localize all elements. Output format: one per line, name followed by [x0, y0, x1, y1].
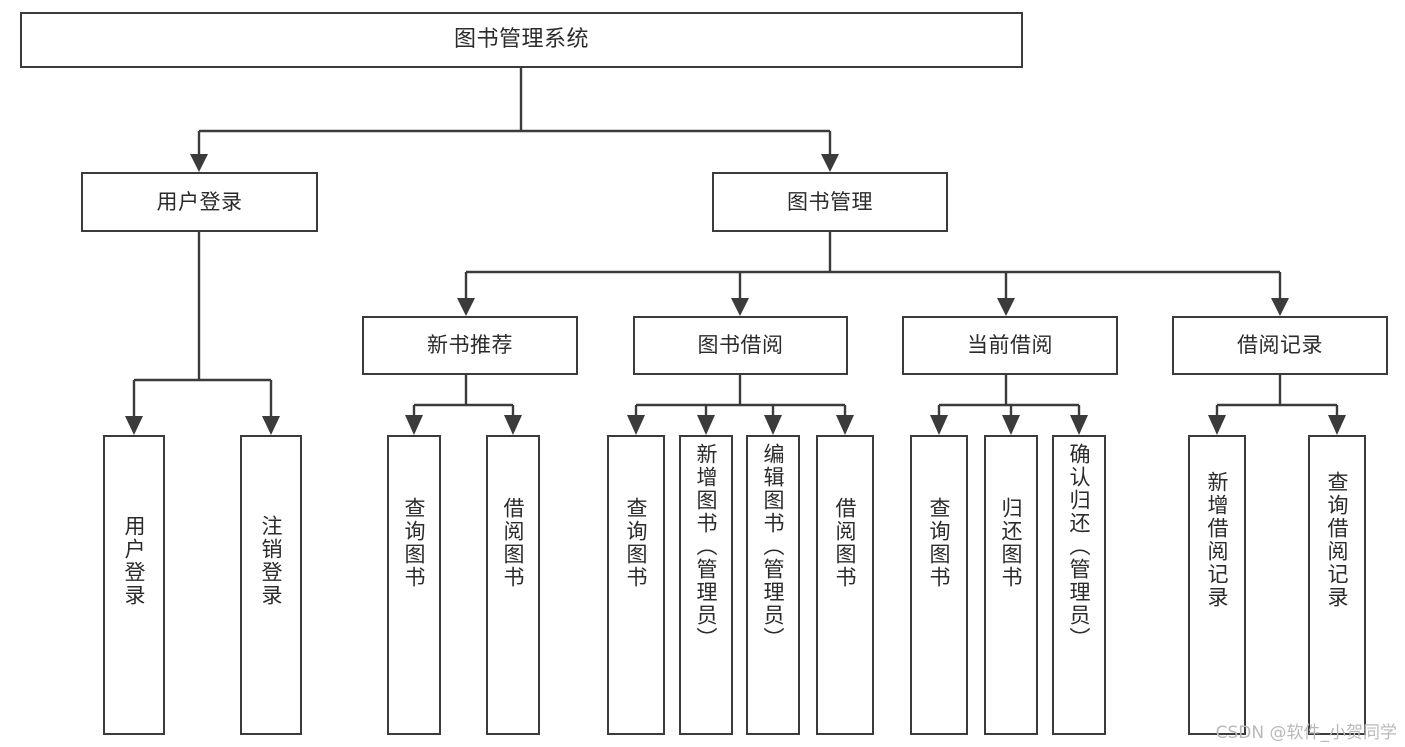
arrowhead-leaf-query-book-2 — [627, 415, 645, 435]
leaf-borrow-book-recommend[interactable]: 借阅图书 — [486, 435, 540, 735]
leaf-query-borrow-record-label: 查询借阅记录 — [1325, 471, 1350, 609]
leaf-user-login[interactable]: 用户登录 — [103, 435, 165, 735]
leaf-query-book-borrow-label: 查询图书 — [624, 497, 649, 589]
node-new-book-recommend-label: 新书推荐 — [427, 333, 513, 358]
arrowhead-leaf-edit-book — [764, 415, 782, 435]
arrowhead-newbook — [457, 298, 475, 316]
node-root-system[interactable]: 图书管理系统 — [20, 12, 1023, 68]
arrowhead-leaf-query-book-1 — [405, 415, 423, 435]
leaf-add-borrow-record-label: 新增借阅记录 — [1205, 471, 1230, 609]
leaf-user-login-label: 用户登录 — [122, 515, 147, 607]
leaf-add-book-admin-label: 新增图书（管理员） — [694, 443, 719, 650]
leaf-return-book-label: 归还图书 — [999, 497, 1024, 589]
leaf-query-borrow-record[interactable]: 查询借阅记录 — [1308, 435, 1366, 735]
arrowhead-leaf-query-record — [1328, 415, 1346, 435]
leaf-return-book[interactable]: 归还图书 — [984, 435, 1038, 735]
arrowhead-leaf-logout — [262, 416, 280, 435]
node-book-management[interactable]: 图书管理 — [712, 172, 948, 232]
node-user-login[interactable]: 用户登录 — [81, 172, 318, 232]
node-book-borrow-label: 图书借阅 — [697, 333, 784, 358]
leaf-query-book-current-label: 查询图书 — [927, 497, 952, 589]
arrowhead-current — [997, 298, 1015, 316]
arrowhead-book-mgmt — [821, 154, 839, 172]
node-new-book-recommend[interactable]: 新书推荐 — [362, 316, 578, 375]
leaf-add-book-admin[interactable]: 新增图书（管理员） — [679, 435, 733, 735]
node-book-borrow[interactable]: 图书借阅 — [633, 316, 848, 375]
arrowhead-borrow — [731, 298, 749, 316]
arrowhead-user-login — [190, 154, 208, 172]
watermark-text: CSDN @软件_小贺同学 — [1215, 723, 1397, 743]
arrowhead-leaf-add-book — [697, 415, 715, 435]
leaf-borrow-book-recommend-label: 借阅图书 — [501, 497, 526, 589]
node-user-login-label: 用户登录 — [156, 189, 243, 214]
arrowhead-leaf-borrow-book-2 — [836, 415, 854, 435]
node-current-borrow[interactable]: 当前借阅 — [902, 316, 1118, 375]
leaf-query-book-current[interactable]: 查询图书 — [910, 435, 968, 735]
leaf-borrow-book-borrow[interactable]: 借阅图书 — [816, 435, 874, 735]
node-root-label: 图书管理系统 — [453, 27, 589, 53]
leaf-query-book-borrow[interactable]: 查询图书 — [607, 435, 665, 735]
leaf-edit-book-admin-label: 编辑图书（管理员） — [761, 443, 786, 650]
node-current-borrow-label: 当前借阅 — [967, 333, 1053, 358]
arrowhead-record — [1271, 298, 1289, 316]
arrowhead-leaf-query-book-3 — [930, 415, 948, 435]
leaf-query-book-recommend[interactable]: 查询图书 — [387, 435, 441, 735]
node-borrow-record-label: 借阅记录 — [1237, 333, 1323, 358]
leaf-confirm-return-admin[interactable]: 确认归还（管理员） — [1052, 435, 1106, 735]
arrowhead-leaf-return-book — [1002, 415, 1020, 435]
leaf-edit-book-admin[interactable]: 编辑图书（管理员） — [746, 435, 800, 735]
arrowhead-leaf-borrow-book-1 — [504, 415, 522, 435]
leaf-borrow-book-borrow-label: 借阅图书 — [833, 497, 858, 589]
leaf-logout-label: 注销登录 — [259, 515, 284, 607]
arrowhead-leaf-user-login — [125, 416, 143, 435]
leaf-query-book-recommend-label: 查询图书 — [402, 497, 427, 589]
leaf-logout[interactable]: 注销登录 — [240, 435, 302, 735]
leaf-confirm-return-admin-label: 确认归还（管理员） — [1067, 443, 1092, 650]
arrowhead-leaf-confirm-return — [1070, 415, 1088, 435]
arrowhead-leaf-add-record — [1208, 415, 1226, 435]
node-borrow-record[interactable]: 借阅记录 — [1172, 316, 1388, 375]
leaf-add-borrow-record[interactable]: 新增借阅记录 — [1188, 435, 1246, 735]
node-book-management-label: 图书管理 — [787, 189, 873, 214]
